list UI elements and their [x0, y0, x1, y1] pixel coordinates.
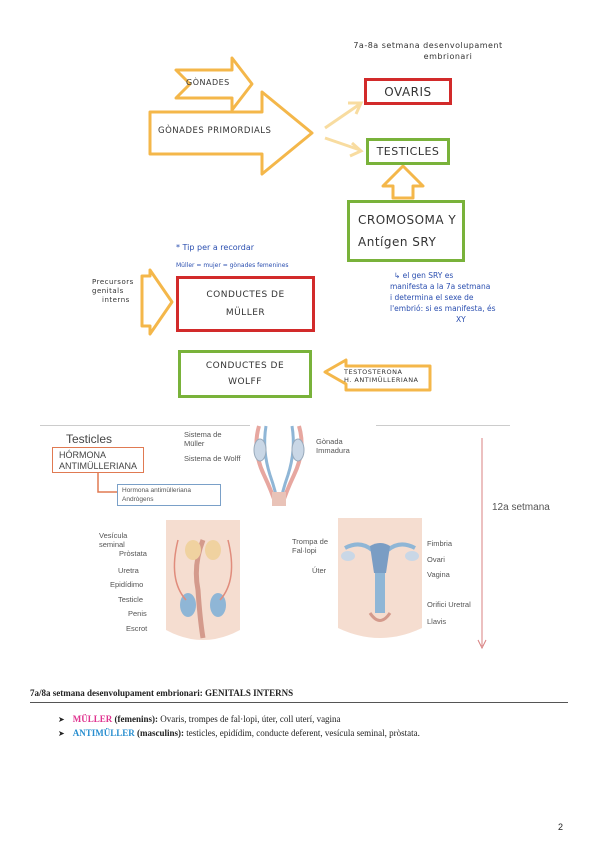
page-number: 2	[558, 822, 564, 832]
hormona-sub-line2: Andrògens	[122, 496, 154, 503]
cromosoma-box: CROMOSOMA Y Antígen SRY	[347, 200, 465, 262]
tip-line: Müller = mujer = gònades femenines	[176, 262, 289, 269]
precursors-line3: interns	[102, 296, 130, 304]
hormona-connector	[97, 472, 118, 493]
male-illustration	[166, 520, 240, 640]
female-label-orifici: Orifici Uretral	[427, 600, 471, 609]
diagram-top-line-right	[376, 425, 510, 426]
gonada: Gònada Immadura	[316, 437, 350, 455]
bullet-arrow-icon: ➤	[58, 715, 65, 724]
female-label-trompa1: Trompa de	[292, 537, 328, 546]
timeline-arrow	[477, 438, 487, 650]
sry-note: ↳ el gen SRY es manifesta a la 7a setman…	[390, 270, 496, 325]
gonades-arrow	[174, 56, 254, 112]
sry-line5: XY	[456, 315, 466, 324]
sistema-wolff: Sistema de Wolff	[184, 454, 241, 463]
female-label-llavis: Llavis	[427, 617, 447, 626]
female-illustration	[338, 518, 422, 638]
testosterona-line2: H. ANTIMÜLLERIANA	[344, 376, 419, 384]
precursors-arrow	[140, 268, 174, 336]
hormona-sub-box: Hormona antimülleriana Andrògens	[117, 484, 221, 506]
gonades-label: GÒNADES	[186, 78, 230, 87]
tip-title: * Tip per a recordar	[176, 243, 255, 252]
section-title: 7a/8a setmana desenvolupament embrionari…	[30, 688, 294, 698]
male-label-vesicula: Vesícula	[99, 531, 128, 540]
hormona-line2: ANTIMÜLLERIANA	[59, 461, 138, 471]
bullet-arrow-icon: ➤	[58, 729, 65, 738]
bullet-antimuller-text: testicles, epidídim, conducte deferent, …	[183, 728, 420, 738]
gonada-line1: Gònada	[316, 437, 343, 446]
diagram-top-line-left	[40, 425, 250, 426]
bullet-muller-paren: (femenins):	[114, 714, 158, 724]
note-top-line2: embrionari	[423, 52, 473, 61]
male-label-escrot: Escrot	[126, 624, 148, 633]
note-top-line1: 7a-8a setmana desenvolupament	[353, 41, 503, 50]
muller-line2: MÜLLER	[225, 308, 266, 318]
sry-line3: i determina el sexe de	[390, 293, 474, 302]
testosterona-arrow	[323, 358, 432, 392]
cromosoma-line2: Antígen SRY	[358, 235, 437, 249]
arrow-to-testicles	[324, 136, 361, 152]
wolff-box: CONDUCTES DE WOLFF	[178, 350, 312, 398]
muller-box: CONDUCTES DE MÜLLER	[176, 276, 315, 332]
sry-line4: l'embrió: si es manifesta, és	[390, 304, 496, 313]
section-divider	[30, 702, 568, 703]
male-label-prostata: Pròstata	[119, 549, 147, 558]
arrow-to-ovaris	[324, 102, 361, 130]
bullet-muller: ➤ MÜLLER (femenins): Ovaris, trompes de f…	[58, 714, 341, 724]
ovaris-label: OVARIS	[384, 84, 432, 99]
female-label-trompa2: Fal·lopi	[292, 546, 317, 555]
sistema-muller-line1: Sistema de	[184, 430, 222, 439]
male-label-penis: Penis	[128, 609, 147, 618]
gonada-line2: Immadura	[316, 446, 350, 455]
sistema-muller-line2: Müller	[184, 439, 205, 448]
sry-line2: manifesta a la 7a setmana	[390, 282, 491, 291]
male-label-epididimo: Epidídimo	[110, 580, 144, 589]
bullet-antimuller: ➤ ANTIMÜLLER (masculins): testicles, epid…	[58, 728, 420, 738]
testicles-label: TESTICLES	[376, 145, 440, 158]
female-label-vagina: Vagina	[427, 570, 450, 579]
precursors-label: Precursors genitals interns	[92, 278, 134, 305]
up-arrow	[381, 164, 425, 200]
diagram-testicles-title: Testicles	[66, 432, 113, 446]
bullet-antimuller-paren: (masculins):	[136, 728, 184, 738]
male-label-uretra: Uretra	[118, 566, 139, 575]
testosterona-line1: TESTOSTERONA	[344, 368, 403, 376]
male-label-seminal: seminal	[99, 540, 125, 549]
precursors-line2: genitals	[92, 287, 124, 295]
female-label-ovari: Ovari	[427, 555, 445, 564]
testosterona-label: TESTOSTERONA H. ANTIMÜLLERIANA	[344, 368, 419, 384]
bullet-muller-text: Ovaris, trompes de fal·lopi, úter, coll …	[157, 714, 341, 724]
setmana-label: 12a setmana	[492, 502, 550, 513]
ovaris-box: OVARIS	[364, 78, 452, 105]
bullet-muller-head: MÜLLER	[72, 714, 113, 724]
note-top: 7a-8a setmana desenvolupament embrionari	[338, 40, 518, 62]
precursors-line1: Precursors	[92, 278, 134, 286]
arrow-to-testicles-head	[349, 141, 364, 158]
arrow-to-ovaris-head	[348, 101, 364, 115]
female-label-uter: Úter	[312, 566, 327, 575]
wolff-line1: CONDUCTES DE	[205, 361, 285, 371]
hormona-box: HÓRMONA ANTIMÜLLERIANA	[52, 447, 144, 473]
wolff-line2: WOLFF	[228, 377, 262, 387]
arrows-layer	[140, 56, 432, 392]
sry-line1: ↳ el gen SRY es	[394, 271, 454, 280]
embryo-duct-illustration	[253, 425, 305, 506]
gonades-primordials-arrow	[148, 90, 314, 176]
testicles-box: TESTICLES	[366, 138, 450, 165]
hormona-line1: HÓRMONA	[59, 450, 106, 460]
bullet-antimuller-head: ANTIMÜLLER	[72, 728, 135, 738]
female-label-fimbria: Fimbria	[427, 539, 453, 548]
cromosoma-line1: CROMOSOMA Y	[358, 213, 457, 227]
sistema-muller: Sistema de Müller	[184, 430, 222, 448]
gonades-primordials-label: GÒNADES PRIMORDIALS	[158, 126, 272, 136]
male-label-testicle: Testicle	[118, 595, 144, 604]
hormona-sub-line1: Hormona antimülleriana	[122, 487, 192, 494]
muller-line1: CONDUCTES DE	[206, 290, 285, 300]
